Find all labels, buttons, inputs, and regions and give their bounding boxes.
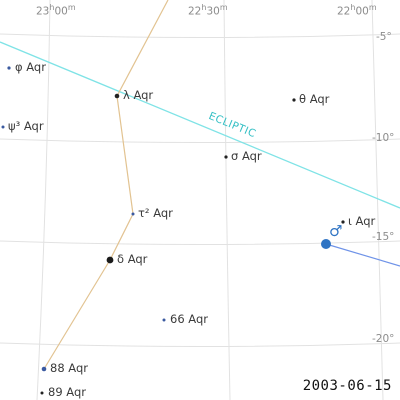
label-lambda-aqr: λ Aqr	[123, 88, 154, 102]
label-tau2-aqr: τ² Aqr	[138, 206, 173, 220]
dec-line-15	[0, 240, 400, 245]
stars	[1, 66, 345, 395]
label-iota-aqr: ι Aqr	[348, 214, 376, 228]
dec-label-20: -20°	[372, 333, 395, 345]
dec-line-20	[0, 342, 400, 347]
star-lambda-aqr	[114, 93, 120, 99]
line-delta-88	[43, 259, 111, 370]
star-sigma-aqr	[224, 155, 228, 159]
ra-line-22h30	[223, 0, 231, 400]
label-theta-aqr: θ Aqr	[299, 92, 330, 106]
ra-label-22h30: 22h30m	[188, 3, 228, 18]
star-iota-aqr	[341, 220, 345, 224]
mars-disc	[321, 239, 331, 249]
star-psi3-aqr	[1, 125, 5, 129]
label-delta-aqr: δ Aqr	[117, 252, 148, 266]
dec-label-5: -5°	[376, 31, 392, 43]
label-89-aqr: 89 Aqr	[48, 385, 86, 399]
mars-symbol-icon: ♂	[329, 222, 343, 240]
label-88-aqr: 88 Aqr	[50, 361, 88, 375]
date-stamp: 2003-06-15	[302, 378, 392, 394]
dec-label-15: -15°	[372, 231, 395, 243]
line-lambda-tau2	[116, 95, 134, 215]
ra-label-22h00: 22h00m	[337, 3, 377, 18]
line-tau2-delta	[109, 213, 134, 261]
label-sigma-aqr: σ Aqr	[231, 149, 262, 163]
label-psi3-aqr: ψ³ Aqr	[8, 119, 44, 133]
mars-path	[325, 243, 400, 267]
ra-line-22h00	[371, 0, 384, 400]
ra-line-23h00	[36, 0, 51, 400]
dec-grid	[0, 33, 400, 347]
constellation-lines	[43, 0, 169, 370]
star-66-aqr	[162, 318, 166, 322]
dec-line-5	[0, 33, 400, 38]
star-tau2-aqr	[131, 212, 135, 216]
label-66-aqr: 66 Aqr	[170, 312, 208, 326]
ecliptic-line	[0, 41, 400, 209]
star-88-aqr	[41, 366, 47, 372]
ra-grid	[36, 0, 384, 400]
dec-label-10: -10°	[372, 132, 395, 144]
star-theta-aqr	[292, 98, 296, 102]
star-phi-aqr	[7, 66, 11, 70]
star-delta-aqr	[106, 256, 114, 264]
star-89-aqr	[40, 391, 44, 395]
dec-line-10	[0, 138, 400, 143]
line-upper	[116, 0, 169, 97]
ra-label-23h00: 23h00m	[36, 3, 76, 18]
label-phi-aqr: φ Aqr	[15, 60, 46, 74]
